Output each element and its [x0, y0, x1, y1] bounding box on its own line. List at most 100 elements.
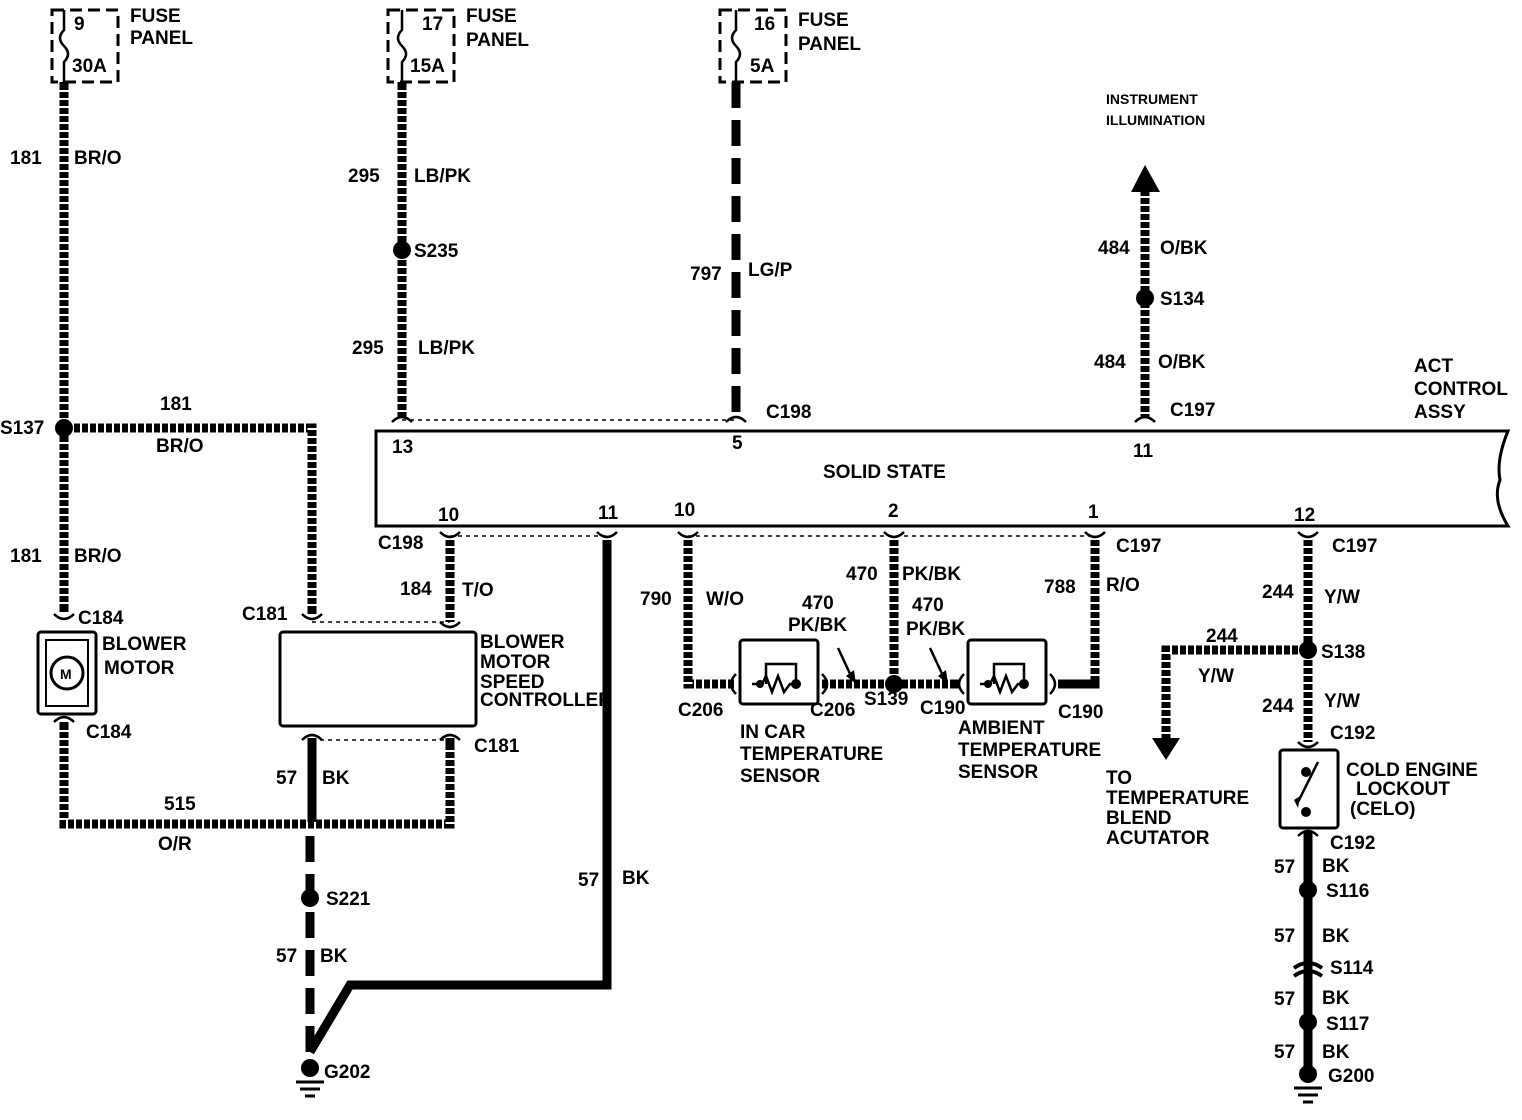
wire-470-num-3: 470 — [912, 595, 944, 616]
wire-470-color-3: PK/BK — [906, 619, 965, 640]
blend-label-3: BLEND — [1106, 808, 1171, 829]
wire-57-color-7: BK — [1322, 1042, 1350, 1063]
wire-788-color: R/O — [1106, 575, 1140, 596]
wire-515-color: O/R — [158, 834, 192, 855]
wire-181 — [59, 82, 317, 614]
ground-g200-label: G200 — [1328, 1066, 1374, 1087]
wire-57-num-3: 57 — [276, 946, 297, 967]
splice-s134-label: S134 — [1160, 289, 1205, 310]
incar-label-3: SENSOR — [740, 766, 821, 787]
pin-13: 13 — [392, 437, 413, 458]
blower-label-2: MOTOR — [104, 658, 175, 679]
pin-5: 5 — [732, 433, 743, 454]
pin-11-top: 11 — [1133, 441, 1154, 462]
wire-57-num-7: 57 — [1274, 1042, 1295, 1063]
controller-label-2: MOTOR — [480, 652, 551, 673]
wire-788 — [1058, 540, 1100, 689]
ambient-label-3: SENSOR — [958, 762, 1039, 783]
connector-c206-right: C206 — [810, 700, 855, 721]
controller-label-1: BLOWER — [480, 632, 565, 653]
wire-295-num-1: 295 — [348, 166, 380, 187]
fuse-9-number: 9 — [74, 14, 85, 35]
pin-12: 12 — [1294, 505, 1315, 526]
wire-470-color-2: PK/BK — [788, 615, 847, 636]
splice-s139-dot — [885, 675, 903, 693]
connector-c190-left: C190 — [920, 698, 965, 719]
connector-c197-bottom-1: C197 — [1116, 536, 1161, 557]
splice-s138-dot — [1299, 641, 1317, 659]
incar-label-1: IN CAR — [740, 722, 806, 743]
pin-11-bottom: 11 — [598, 503, 619, 524]
wire-484-num-2: 484 — [1094, 352, 1126, 373]
fuse-9-label-1: FUSE — [130, 6, 181, 27]
wire-515-num: 515 — [164, 794, 196, 815]
wire-57-color-4: BK — [1322, 856, 1350, 877]
wire-244 — [1152, 540, 1313, 760]
connector-c181-top: C181 — [242, 604, 288, 625]
celo-label-1: COLD ENGINE — [1346, 760, 1478, 781]
wire-790-color: W/O — [706, 589, 744, 610]
arrow-down-icon — [1152, 738, 1180, 760]
splice-s235-label: S235 — [414, 241, 459, 262]
wire-788-num: 788 — [1044, 577, 1076, 598]
blend-label-1: TO — [1106, 768, 1132, 789]
connector-c184-bottom: C184 — [86, 722, 132, 743]
ambient-label-2: TEMPERATURE — [958, 740, 1101, 761]
splice-s114-label: S114 — [1330, 958, 1374, 979]
wire-57-color-1: BK — [322, 768, 350, 789]
connector-c192-top: C192 — [1330, 723, 1375, 744]
splice-s138-label: S138 — [1321, 642, 1365, 663]
fuse-9-rating: 30A — [72, 56, 107, 77]
blend-label-2: TEMPERATURE — [1106, 788, 1249, 809]
wire-181-num-1: 181 — [10, 148, 42, 169]
fuse-16-rating: 5A — [750, 56, 775, 77]
connector-c198-top: C198 — [766, 402, 811, 423]
wire-484-color-1: O/BK — [1160, 238, 1208, 259]
fuse-17-rating: 15A — [410, 56, 445, 77]
wire-181-color-3: BR/O — [74, 546, 122, 567]
wire-57-color-5: BK — [1322, 926, 1350, 947]
wire-184-color: T/O — [462, 580, 494, 601]
act-label-2: CONTROL — [1414, 379, 1508, 400]
wire-57-color-3: BK — [320, 946, 348, 967]
cold-engine-lockout-switch — [1278, 741, 1340, 837]
fuse-16-number: 16 — [754, 14, 775, 35]
instrument-label-2: ILLUMINATION — [1106, 112, 1205, 128]
fuse-17: 17 15A FUSE PANEL — [386, 6, 529, 84]
splice-s221-dot — [301, 889, 319, 907]
ground-g202-icon — [296, 1059, 324, 1098]
wire-57-num-2: 57 — [578, 870, 599, 891]
splice-s117-label: S117 — [1326, 1014, 1369, 1035]
wire-797-num: 797 — [690, 264, 722, 285]
wire-57-num-5: 57 — [1274, 926, 1295, 947]
connector-c184-top: C184 — [78, 608, 124, 629]
wire-244-color-2: Y/W — [1198, 666, 1234, 687]
wire-484-color-2: O/BK — [1158, 352, 1206, 373]
wire-57-color-6: BK — [1322, 988, 1350, 1009]
wire-57-act — [306, 540, 612, 1055]
wire-57-num-6: 57 — [1274, 989, 1295, 1010]
connector-c206-left: C206 — [678, 700, 723, 721]
ground-g202-label: G202 — [324, 1062, 370, 1083]
wire-470-num-1: 470 — [846, 564, 878, 585]
blower-motor-speed-controller — [278, 613, 478, 741]
wire-470-color-1: PK/BK — [902, 564, 961, 585]
connector-c190-right: C190 — [1058, 702, 1103, 723]
splice-s221-label: S221 — [326, 889, 371, 910]
splice-s137-label: S137 — [0, 418, 44, 439]
splice-s117-dot — [1299, 1013, 1317, 1031]
in-car-temperature-sensor — [729, 638, 829, 706]
fuse-17-label-1: FUSE — [466, 6, 517, 27]
splice-s137-dot — [55, 419, 73, 437]
splice-s134-dot — [1136, 289, 1154, 307]
wire-57-num-1: 57 — [276, 768, 297, 789]
celo-label-3: (CELO) — [1350, 799, 1415, 820]
wire-244-num-3: 244 — [1262, 696, 1294, 717]
controller-label-4: CONTROLLER — [480, 690, 612, 711]
blower-label-1: BLOWER — [102, 634, 187, 655]
wire-184-num: 184 — [400, 579, 432, 600]
celo-label-2: LOCKOUT — [1356, 779, 1450, 800]
splice-s235-dot — [393, 241, 411, 259]
splice-s116-label: S116 — [1326, 881, 1369, 902]
